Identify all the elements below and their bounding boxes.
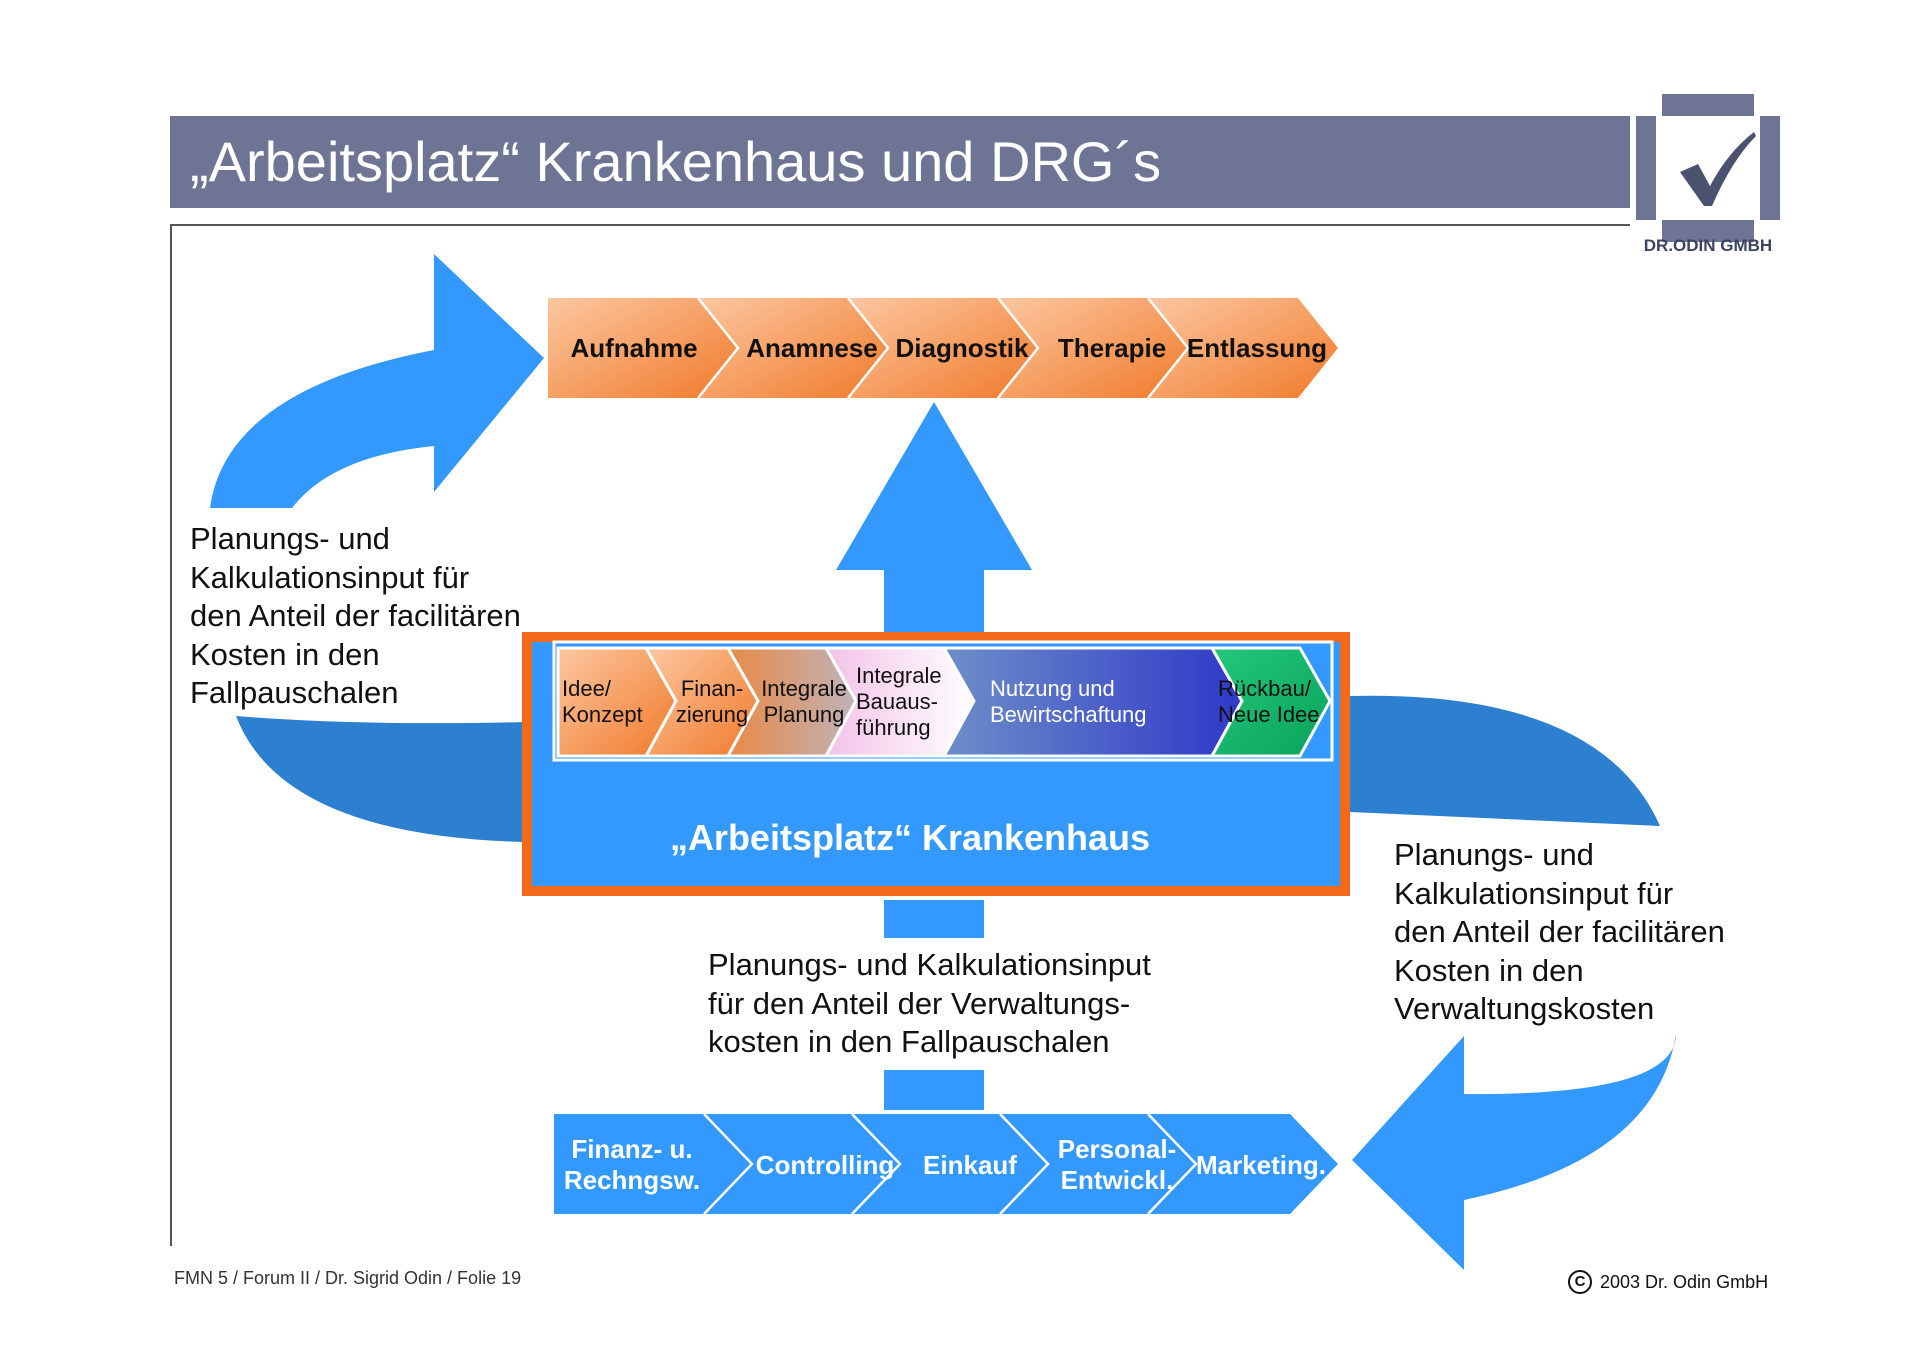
top-chevron-therapie: [998, 298, 1188, 398]
admin-step-label: Personal- Entwickl.: [1057, 1134, 1177, 1195]
title-bar: „Arbeitsplatz“ Krankenhaus und DRG´s: [170, 116, 1630, 208]
build-chevron-rueckbau: [1209, 646, 1332, 758]
hospital-title: „Arbeitsplatz“ Krankenhaus: [669, 817, 1151, 858]
company-logo: [1636, 94, 1780, 242]
admin-chevron-controlling: [704, 1114, 900, 1214]
copyright-icon: C: [1568, 1270, 1592, 1294]
build-step-label: Integrale Bauaus- führung: [856, 663, 942, 740]
checkmark-icon: [1680, 132, 1756, 206]
build-step-label: Finan- zierung: [675, 676, 749, 727]
top-step-label: Anamnese: [746, 332, 878, 363]
admin-chevron-personal: [1000, 1114, 1196, 1214]
connector-upper: [884, 900, 984, 938]
note-bottom: Planungs- und Kalkulationsinput für den …: [708, 947, 1151, 1059]
build-step-label: Nutzung und Bewirtschaftung: [990, 676, 1147, 727]
top-step-label: Aufnahme: [570, 332, 698, 363]
admin-step-label: Einkauf: [923, 1149, 1017, 1180]
note-right: Planungs- und Kalkulationsinput für den …: [1394, 837, 1725, 1026]
top-step-label: Entlassung: [1186, 332, 1328, 363]
note-left: Planungs- und Kalkulationsinput für den …: [190, 521, 521, 710]
upward-arrow: [836, 402, 1032, 640]
admin-step-label: Finanz- u. Rechngsw.: [563, 1134, 701, 1195]
title-underline: [170, 224, 1630, 226]
top-step-label: Diagnostik: [895, 332, 1029, 363]
admin-chevron-marketing: [1148, 1114, 1338, 1214]
connector-lower: [884, 1070, 984, 1110]
build-step-label: Integrale Planung: [761, 676, 847, 727]
admin-chevron-einkauf: [852, 1114, 1048, 1214]
right-curved-arrow-upper: [1350, 695, 1660, 826]
slide-title: „Arbeitsplatz“ Krankenhaus und DRG´s: [190, 130, 1162, 193]
left-rule: [170, 224, 172, 1246]
footer-copyright: C 2003 Dr. Odin GmbH: [1568, 1270, 1768, 1294]
build-step-label: Rückbau/ Neue Idee: [1218, 676, 1320, 727]
logo-text: DR.ODIN GMBH: [1643, 236, 1773, 255]
top-chevron-diagnostik: [848, 298, 1038, 398]
right-curved-arrow-lower: [1352, 1034, 1676, 1270]
admin-step-label: Controlling: [755, 1149, 895, 1180]
top-step-label: Therapie: [1057, 332, 1167, 363]
left-curved-arrow-lower: [236, 716, 525, 842]
build-step-label: Idee/ Konzept: [562, 676, 643, 727]
top-chevron-entlassung: [1148, 298, 1338, 398]
top-chevron-anamnese: [698, 298, 888, 398]
footer-source: FMN 5 / Forum II / Dr. Sigrid Odin / Fol…: [174, 1268, 522, 1288]
admin-chevron-finanz: [554, 1114, 752, 1214]
top-chevron-aufnahme: [548, 298, 738, 398]
admin-step-label: Marketing.: [1195, 1149, 1327, 1180]
copyright-text: 2003 Dr. Odin GmbH: [1600, 1271, 1769, 1292]
left-curved-arrow-upper: [210, 254, 544, 508]
